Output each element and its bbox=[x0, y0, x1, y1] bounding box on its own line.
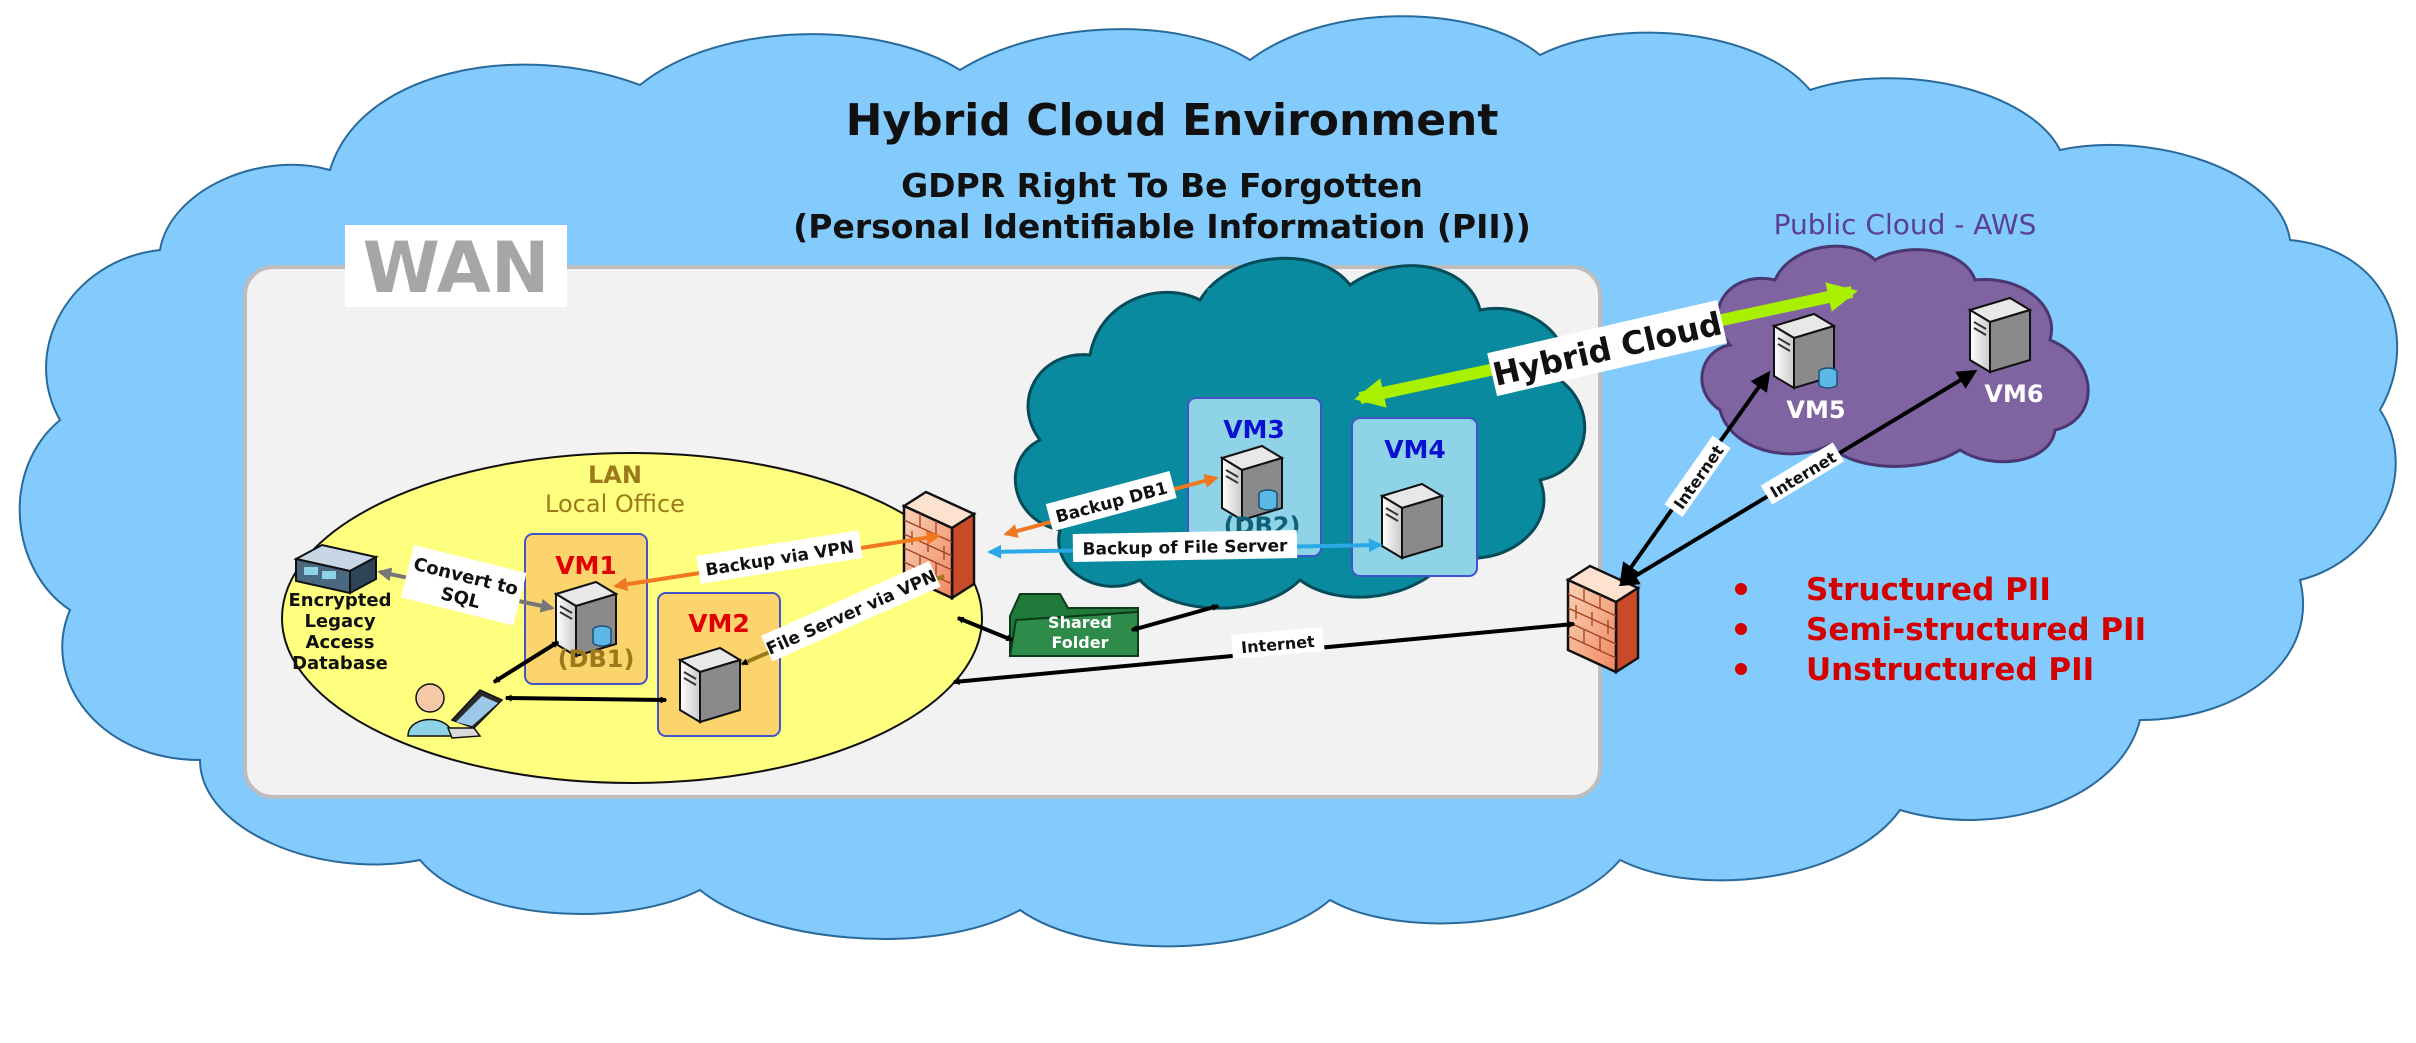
private-cloud-subtitle: On premise Datacenter bbox=[1134, 316, 1462, 349]
vm6-label: VM6 bbox=[1984, 380, 2043, 408]
vm6-server-icon[interactable] bbox=[1969, 297, 2031, 373]
public-cloud-label: Public Cloud - AWS bbox=[1774, 208, 2037, 241]
diagram-subtitle-1: GDPR Right To Be Forgotten bbox=[901, 166, 1423, 205]
shared-folder-line1: Shared bbox=[1048, 613, 1112, 632]
vm2-server-icon bbox=[679, 647, 741, 723]
pii-list: Structured PII Semi-structured PII Unstr… bbox=[1735, 572, 2146, 688]
db1-database-icon bbox=[592, 625, 612, 647]
db2-database-icon bbox=[1258, 489, 1278, 511]
legacy-db-line4: Database bbox=[292, 653, 388, 674]
pii-bullet-1 bbox=[1735, 583, 1747, 595]
diagram-title: Hybrid Cloud Environment bbox=[846, 95, 1499, 146]
pii-item-3: Unstructured PII bbox=[1806, 652, 2094, 688]
private-cloud-title: Private Cloud bbox=[1205, 282, 1392, 315]
legacy-database-device-icon[interactable] bbox=[293, 543, 379, 595]
vm1-db-label: (DB1) bbox=[558, 645, 635, 673]
backup-file-server-label: Backup of File Server bbox=[1072, 530, 1298, 562]
lan-title: LAN bbox=[588, 461, 642, 489]
pii-bullet-3 bbox=[1735, 663, 1747, 675]
vm2-label: VM2 bbox=[688, 609, 750, 638]
vm3-label: VM3 bbox=[1223, 415, 1285, 444]
legacy-db-line3: Access bbox=[306, 632, 375, 653]
vm5-label: VM5 bbox=[1786, 396, 1845, 424]
vm4-server-icon bbox=[1381, 483, 1443, 559]
pii-item-1: Structured PII bbox=[1806, 572, 2051, 608]
legacy-db-line1: Encrypted bbox=[289, 590, 392, 611]
db-database-icon bbox=[1818, 367, 1838, 389]
user-with-laptop-icon[interactable] bbox=[407, 683, 504, 739]
svg-text:Backup of File Server: Backup of File Server bbox=[1082, 536, 1288, 560]
user-vm2-arrow bbox=[504, 694, 668, 704]
vm4-label: VM4 bbox=[1384, 435, 1446, 464]
pii-item-2: Semi-structured PII bbox=[1806, 612, 2146, 648]
wan-label-bg bbox=[345, 225, 567, 307]
pii-bullet-2 bbox=[1735, 623, 1747, 635]
vm1-label: VM1 bbox=[555, 551, 617, 580]
shared-folder-line2: Folder bbox=[1052, 633, 1109, 652]
wan-label: WAN bbox=[363, 227, 550, 309]
lan-subtitle: Local Office bbox=[545, 490, 685, 518]
diagram-subtitle-2: (Personal Identifiable Information (PII)… bbox=[793, 207, 1531, 246]
vm1-user-arrow bbox=[492, 640, 560, 684]
legacy-db-line2: Legacy bbox=[304, 611, 375, 632]
